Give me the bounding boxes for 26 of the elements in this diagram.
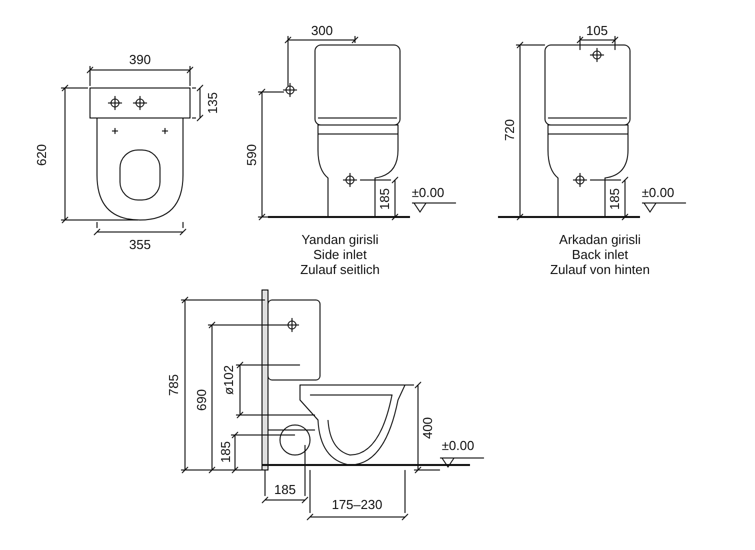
dimension-value: 175–230 [332,498,382,512]
dimension-value: 185 [608,188,622,210]
view-caption: Side inlet [313,248,367,262]
dimension-value: 720 [503,119,517,141]
dimension-value: 105 [586,24,608,38]
dimension-value: 300 [311,24,333,38]
level-value: ±0.00 [412,186,444,200]
dimension-value: 590 [245,144,259,166]
level-value: ±0.00 [442,439,474,453]
dimension-value: 690 [195,389,209,411]
view-caption: Zulauf seitlich [300,263,380,277]
dimension-value: 135 [206,92,220,114]
level-value: ±0.00 [642,186,674,200]
view-caption: Yandan girisli [301,233,379,247]
dimension-value: 355 [129,238,151,252]
dimension-value: 400 [421,417,435,439]
dimension-value: 785 [167,374,181,396]
dimension-value: 185 [274,483,296,497]
view-caption: Zulauf von hinten [550,263,650,277]
view-caption: Back inlet [572,248,628,262]
dimension-value: 185 [219,441,233,463]
dimension-value: ø102 [222,365,236,395]
dimension-value: 185 [378,188,392,210]
dimension-value: 390 [129,53,151,67]
view-caption: Arkadan girisli [559,233,641,247]
dimension-value: 620 [35,144,49,166]
